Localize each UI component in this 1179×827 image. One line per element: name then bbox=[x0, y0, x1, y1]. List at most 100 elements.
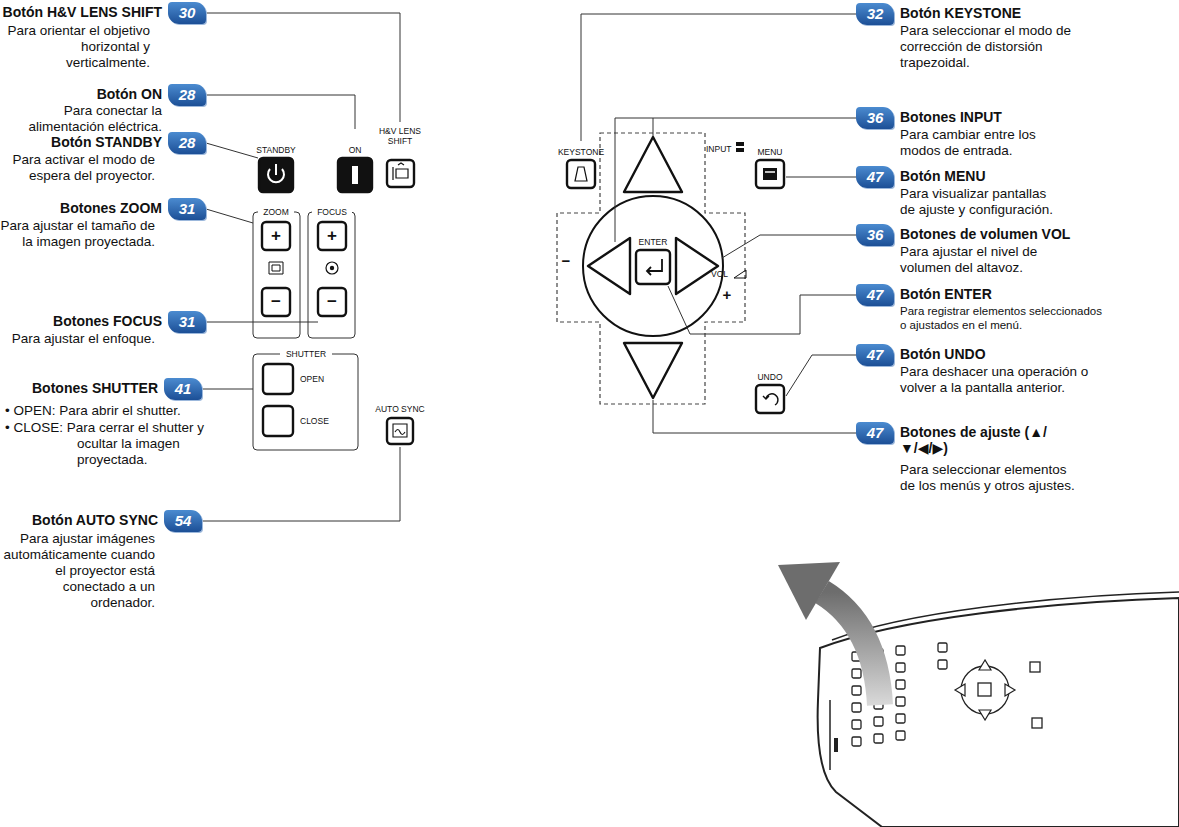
leader-line bbox=[786, 177, 856, 178]
leader-line bbox=[615, 118, 856, 242]
panel-label: INPUT bbox=[706, 144, 736, 154]
leader-line bbox=[206, 322, 318, 323]
panel-label: MENU bbox=[750, 147, 790, 157]
auto-sync-button bbox=[387, 418, 413, 444]
power-icon bbox=[275, 164, 277, 175]
callout-number-text: 36 bbox=[867, 109, 884, 126]
auto-sync-icon bbox=[393, 424, 407, 437]
volume-icon bbox=[734, 270, 746, 278]
mini-button bbox=[852, 686, 861, 695]
panel-label: − bbox=[262, 288, 290, 316]
panel-label: AUTO SYNC bbox=[372, 404, 428, 414]
panel-label: UNDO bbox=[750, 372, 790, 382]
leader-lines bbox=[202, 13, 856, 521]
callout-number: 47 bbox=[856, 166, 894, 188]
panel-label: − bbox=[318, 288, 346, 316]
leader-line bbox=[202, 389, 253, 390]
button-description: Para ajustar el nivel de volumen del alt… bbox=[900, 244, 1070, 276]
lens-shift-icon bbox=[393, 163, 408, 180]
mini-button bbox=[874, 734, 883, 743]
callout-number: 54 bbox=[164, 510, 202, 532]
shutter-open-button bbox=[263, 364, 293, 394]
button-heading: Botón KEYSTONE bbox=[900, 5, 1170, 21]
leader-line bbox=[581, 14, 856, 141]
panel-label: ENTER bbox=[631, 237, 675, 247]
panel-label: VOL bbox=[711, 269, 733, 279]
panel-label: STANDBY bbox=[251, 145, 301, 155]
button-heading: Botones ZOOM bbox=[0, 200, 162, 216]
leader-line bbox=[206, 95, 355, 129]
leader-line bbox=[206, 13, 400, 122]
leader-line bbox=[653, 118, 654, 136]
callout-number: 32 bbox=[856, 3, 894, 25]
focus-icon bbox=[326, 262, 338, 274]
callout-number: 31 bbox=[168, 311, 206, 333]
panel-label: SHUTTER bbox=[280, 349, 332, 359]
button-description: Para seleccionar el modo de corrección d… bbox=[900, 23, 1085, 71]
panel-label: OPEN bbox=[300, 374, 344, 384]
menu-icon bbox=[763, 168, 777, 180]
mini-button bbox=[852, 669, 861, 678]
leader-line bbox=[722, 235, 856, 258]
dashed-outline bbox=[557, 133, 745, 404]
mini-button bbox=[896, 731, 905, 740]
mini-enter bbox=[978, 683, 991, 696]
mini-button bbox=[938, 643, 947, 652]
control-panel bbox=[253, 133, 784, 450]
input-icon bbox=[736, 142, 744, 152]
button-description: Para cambiar entre los modos de entrada. bbox=[900, 127, 1065, 159]
menu-button bbox=[756, 160, 784, 188]
zoom-minus-button bbox=[262, 288, 290, 316]
callout-number: 47 bbox=[856, 422, 894, 444]
callout-number: 36 bbox=[856, 107, 894, 129]
callout-number-text: 31 bbox=[179, 313, 196, 330]
mini-button bbox=[938, 660, 947, 669]
zoom-group bbox=[253, 212, 300, 338]
callout-number-text: 47 bbox=[867, 286, 884, 303]
callout-number: 28 bbox=[168, 132, 206, 154]
callout-number-text: 30 bbox=[179, 4, 196, 21]
button-heading: Botón MENU bbox=[900, 168, 1170, 184]
button-description: Para orientar el objetivo horizontal y v… bbox=[0, 23, 150, 71]
panel-label: + bbox=[719, 286, 735, 304]
mini-button bbox=[852, 737, 861, 746]
undo-icon bbox=[763, 394, 778, 405]
button-description: Para visualizar pantallas de ajuste y co… bbox=[900, 186, 1060, 218]
button-heading: Botones de ajuste (▲/▼/◀/▶) bbox=[900, 424, 1050, 456]
focus-group bbox=[308, 212, 355, 338]
button-heading: Botón STANDBY bbox=[0, 134, 162, 150]
mini-button bbox=[1030, 662, 1040, 672]
up-button bbox=[624, 137, 682, 192]
shutter-group bbox=[253, 354, 358, 450]
callout-number: 36 bbox=[856, 224, 894, 246]
callout-number-text: 47 bbox=[867, 168, 884, 185]
callout-number-text: 32 bbox=[867, 5, 884, 22]
left-button bbox=[588, 238, 630, 294]
button-description: Para ajustar imágenes automáticamente cu… bbox=[0, 531, 155, 611]
button-description: • OPEN: Para abrir el shutter. bbox=[5, 403, 220, 419]
enter-icon bbox=[647, 259, 662, 275]
standby-button bbox=[259, 158, 293, 192]
button-heading: Botones INPUT bbox=[900, 109, 1170, 125]
panel-label: + bbox=[262, 222, 290, 250]
callout-number: 47 bbox=[856, 344, 894, 366]
button-description: Para seleccionar elementos de los menús … bbox=[900, 462, 1085, 494]
mini-button bbox=[896, 646, 905, 655]
focus-minus-button bbox=[318, 288, 346, 316]
button-heading: Botón UNDO bbox=[900, 346, 1170, 362]
callout-number: 31 bbox=[168, 198, 206, 220]
mini-button bbox=[1032, 718, 1042, 728]
pointer-arrow-head bbox=[778, 562, 840, 620]
leader-line bbox=[653, 400, 856, 433]
mini-arrows bbox=[955, 660, 1015, 720]
panel-label: ON bbox=[335, 145, 375, 155]
button-heading: Botón H&V LENS SHIFT bbox=[0, 4, 162, 20]
projector-top-edge bbox=[832, 592, 1179, 640]
button-description: Para registrar elementos seleccionados o… bbox=[900, 304, 1110, 332]
callout-number-text: 41 bbox=[175, 380, 192, 397]
leader-line bbox=[206, 209, 253, 223]
button-description: Para deshacer una operación o volver a l… bbox=[900, 364, 1100, 396]
leader-line bbox=[668, 286, 856, 334]
down-button bbox=[624, 343, 682, 398]
